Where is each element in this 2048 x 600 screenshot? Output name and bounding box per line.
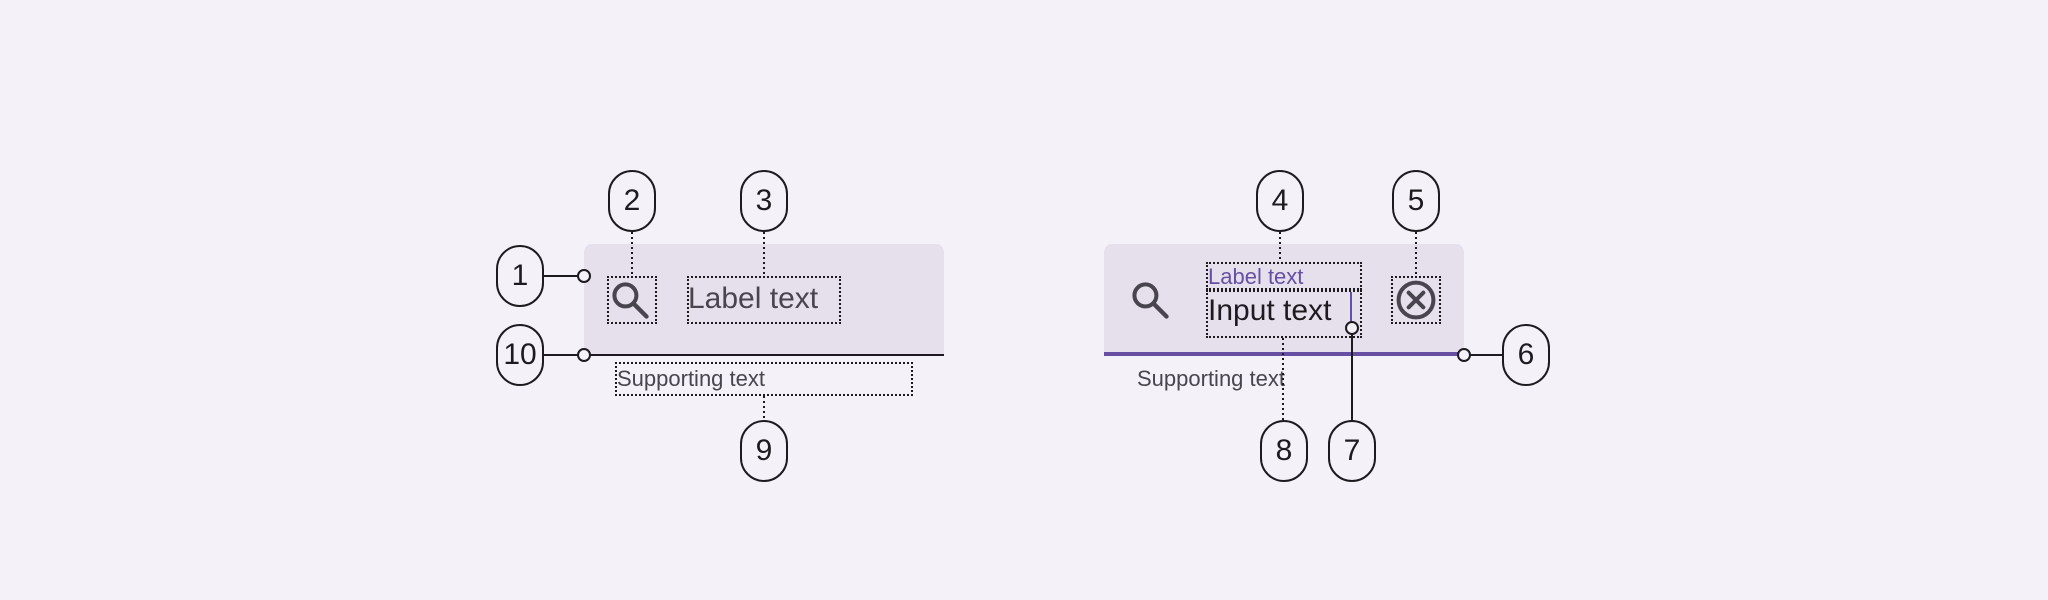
text-caret xyxy=(1350,292,1352,328)
label-text: Label text xyxy=(688,282,819,315)
search-icon xyxy=(1132,282,1169,319)
clear-icon[interactable] xyxy=(1394,278,1438,322)
active-indicator xyxy=(584,354,944,356)
highlight-trailing-icon xyxy=(1391,276,1441,324)
supporting-text: Supporting text xyxy=(1137,366,1285,391)
input-text: Input text xyxy=(1208,294,1332,327)
floating-label-text: Label text xyxy=(1208,264,1304,289)
highlight-label-text xyxy=(687,276,841,324)
supporting-text: Supporting text xyxy=(617,366,765,391)
highlight-supporting-text xyxy=(615,362,913,396)
highlight-leading-icon xyxy=(607,276,657,324)
callout-3: 3 xyxy=(740,170,788,232)
callout-6: 6 xyxy=(1502,324,1550,386)
highlight-input-text xyxy=(1206,290,1362,338)
callout-2: 2 xyxy=(608,170,656,232)
active-indicator xyxy=(1104,352,1464,356)
callout-10: 10 xyxy=(496,324,544,386)
callout-8: 8 xyxy=(1260,420,1308,482)
callout-7: 7 xyxy=(1328,420,1376,482)
callout-1: 1 xyxy=(496,245,544,307)
search-icon xyxy=(612,282,649,319)
callout-5: 5 xyxy=(1392,170,1440,232)
callout-9: 9 xyxy=(740,420,788,482)
callout-4: 4 xyxy=(1256,170,1304,232)
highlight-floating-label xyxy=(1206,262,1362,290)
